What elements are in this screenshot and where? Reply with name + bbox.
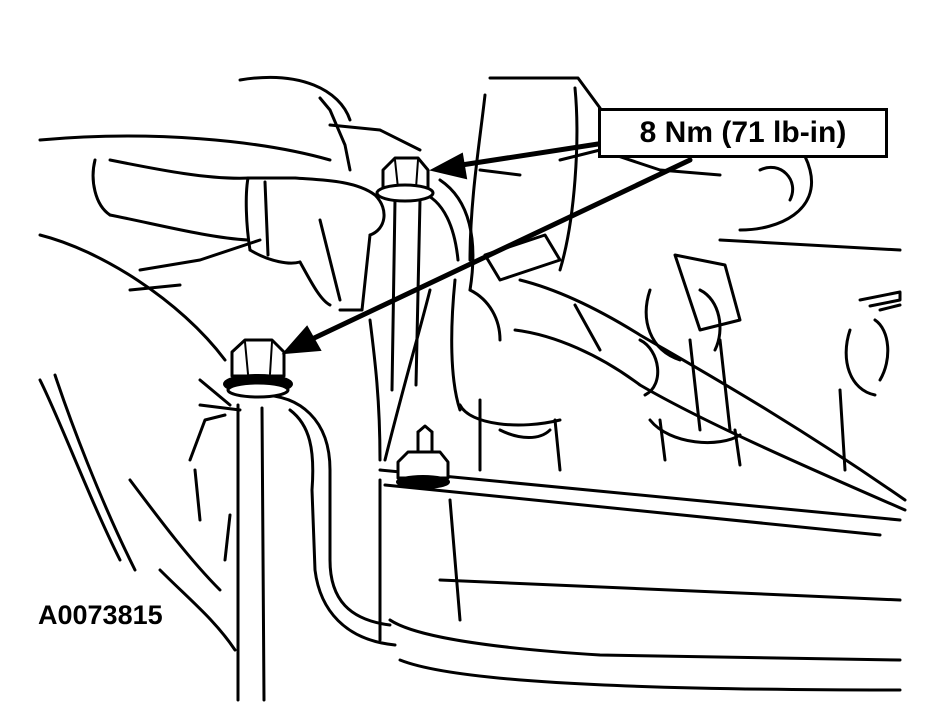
valve-cover [378,76,902,692]
lower-bracket [188,393,397,702]
intake-housing [38,75,422,407]
injector-right [838,303,902,472]
torque-spec-label: 8 Nm (71 lb-in) [639,116,847,149]
injector-middle [644,253,742,467]
injector-left [450,233,562,472]
fuel-tube [513,278,907,512]
upper-bracket [368,178,475,462]
leader-arrow-upper [429,141,601,180]
torque-callout: 8 Nm (71 lb-in) [598,108,888,158]
figure-id-label: A0073815 [38,600,163,630]
vacuum-hose [91,158,386,312]
upper-bolt [375,156,435,203]
leader-arrow-lower [281,157,693,355]
lower-left-panel [38,373,237,652]
stud-nut [396,424,450,489]
lower-bolt [223,338,293,399]
